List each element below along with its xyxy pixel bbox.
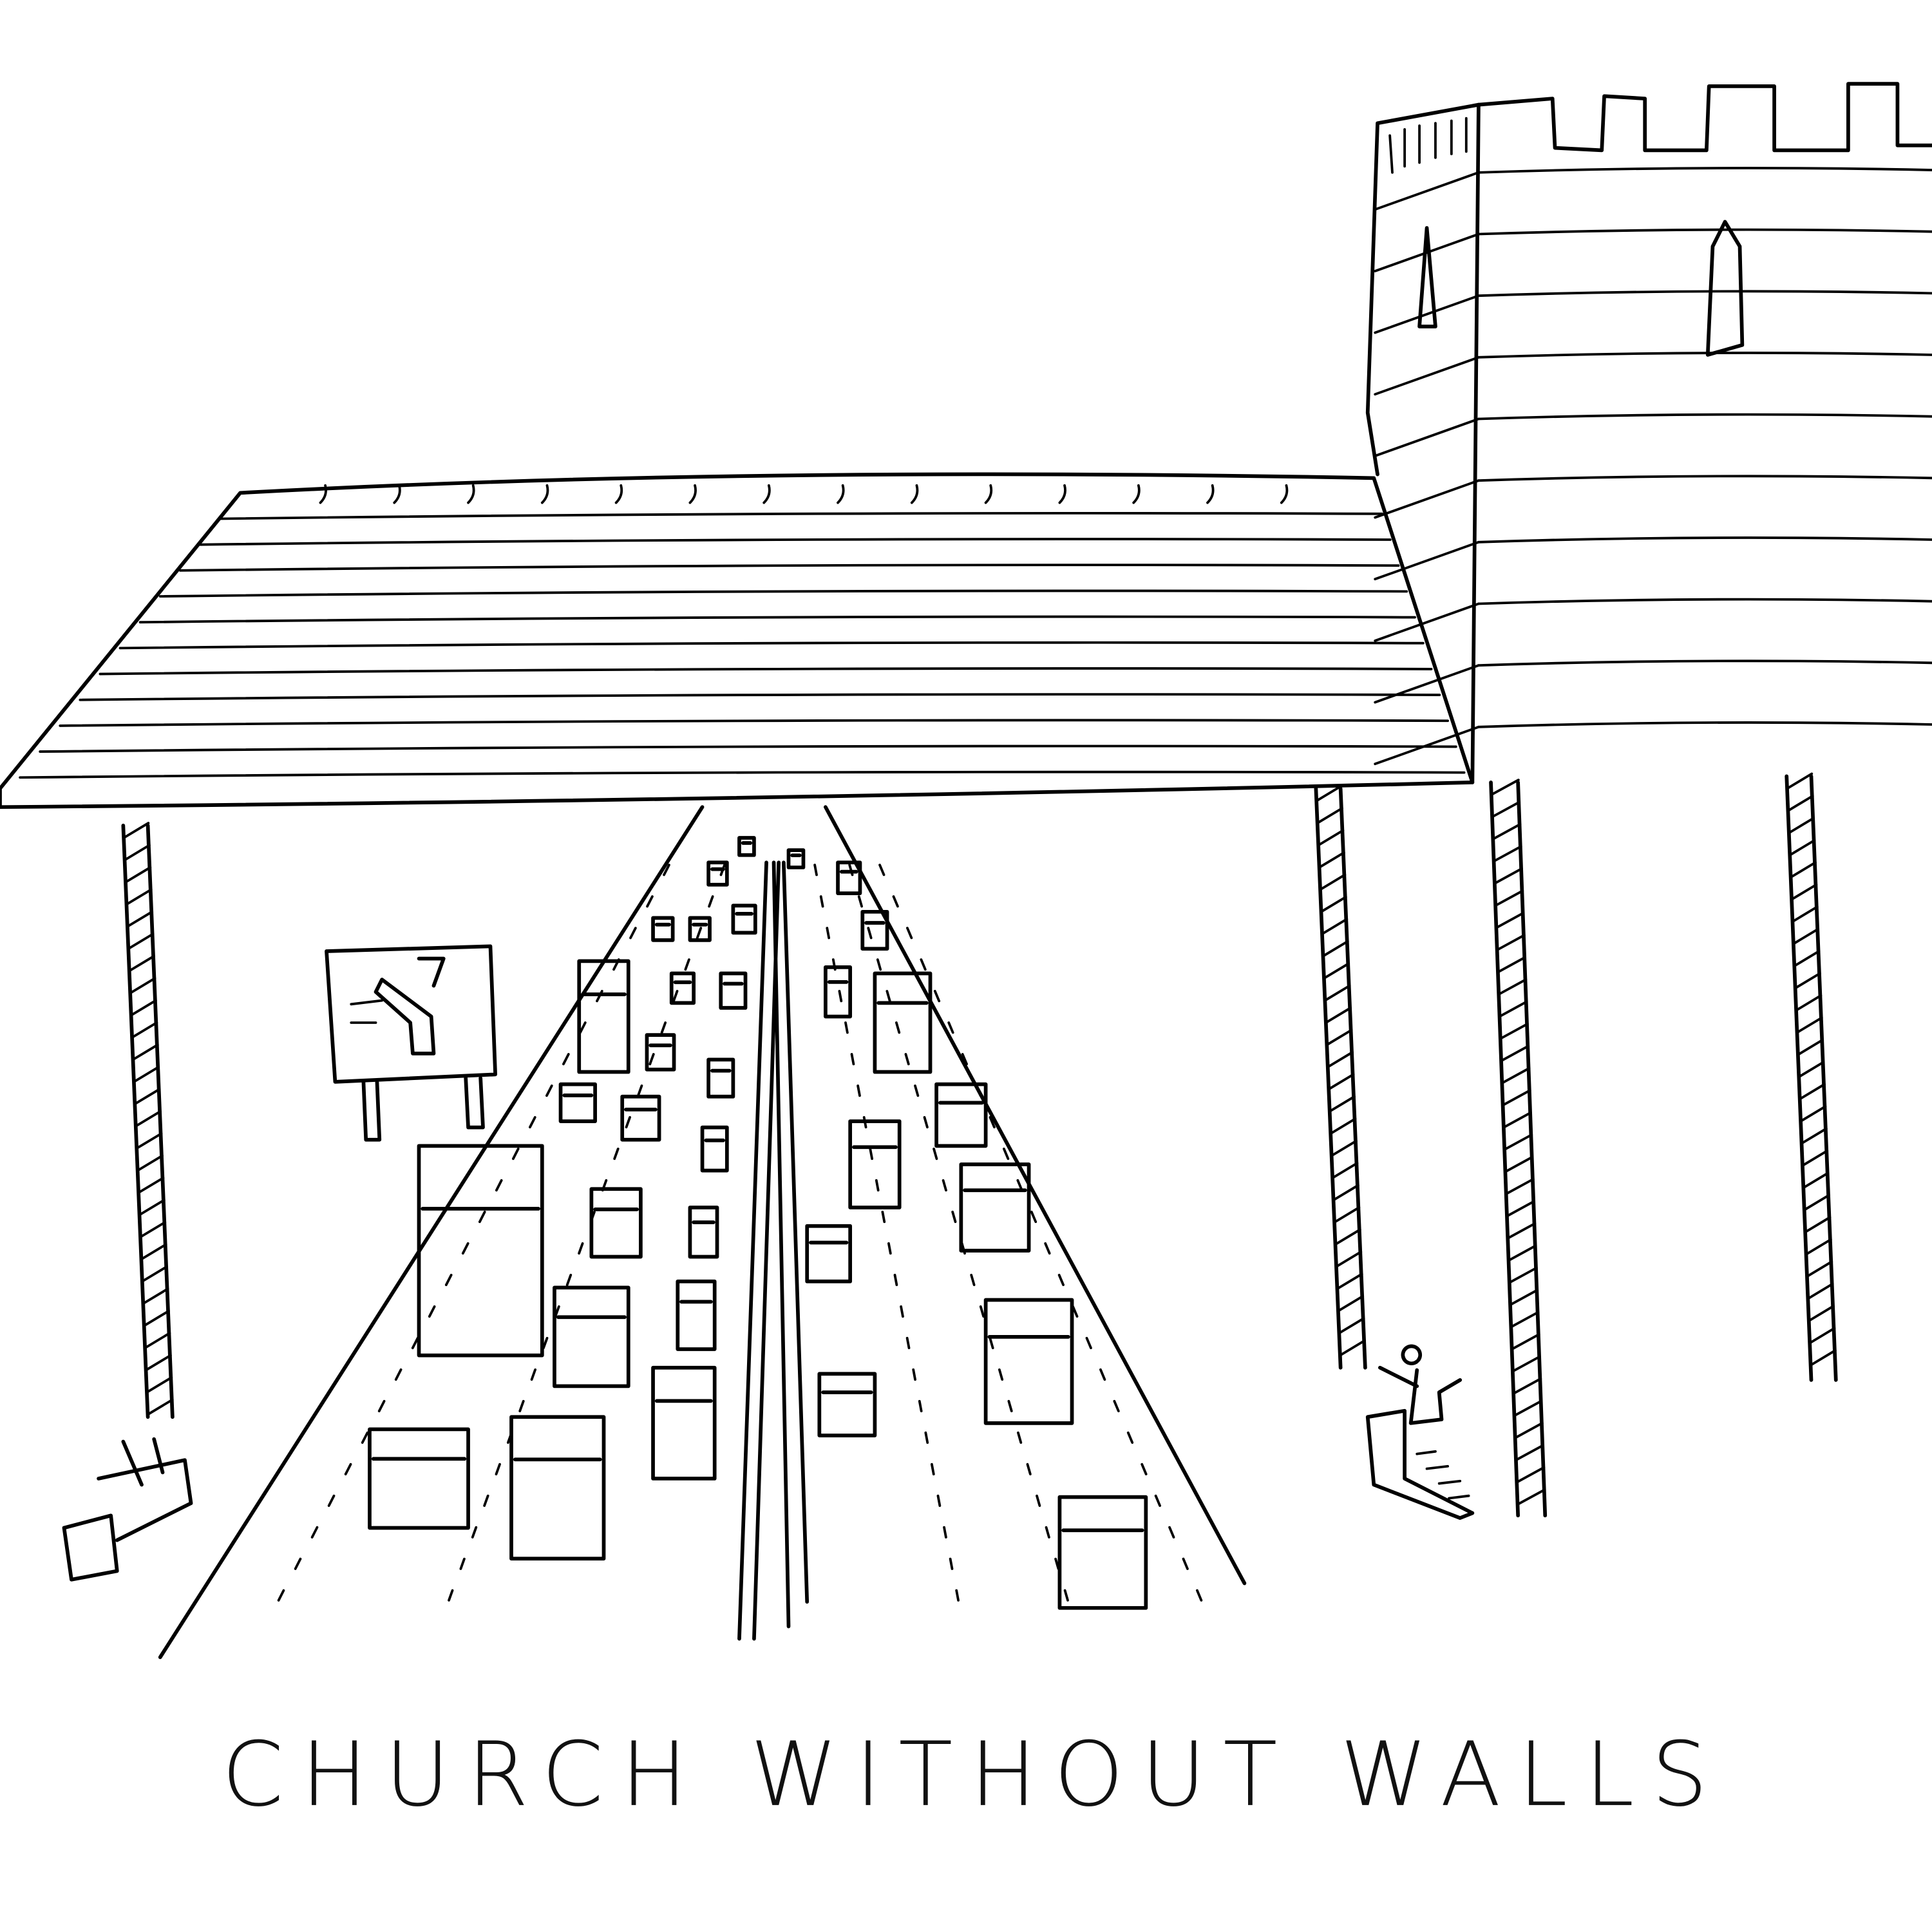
worshippers-group	[62, 1437, 193, 1582]
vehicle	[719, 971, 748, 1010]
vehicle	[1057, 1495, 1148, 1610]
vehicle	[676, 1279, 717, 1351]
church-roof	[0, 472, 1475, 810]
vehicle	[589, 1187, 643, 1259]
vehicle	[706, 860, 729, 887]
vehicle	[731, 904, 757, 935]
vehicle	[860, 909, 889, 951]
vehicle	[368, 1427, 470, 1530]
vehicle	[688, 1206, 719, 1259]
preacher-pulpit	[1365, 1344, 1475, 1520]
vehicle	[983, 1298, 1074, 1425]
church-tower	[1365, 82, 1932, 784]
tower-window-icon	[1417, 226, 1437, 328]
vehicle	[836, 860, 862, 895]
vehicle	[848, 1119, 902, 1209]
vehicle	[669, 971, 696, 1005]
vehicle	[509, 1415, 606, 1561]
vehicle	[817, 1372, 877, 1437]
vehicle	[417, 1144, 544, 1358]
vehicle	[651, 916, 675, 942]
vehicle	[558, 1082, 597, 1123]
vehicle	[700, 1125, 729, 1173]
vehicle	[786, 848, 806, 869]
vehicle	[620, 1094, 661, 1142]
motorway	[158, 805, 1247, 1660]
pillar	[121, 824, 175, 1419]
vehicle	[688, 916, 712, 942]
vehicle	[873, 971, 933, 1074]
vehicle	[824, 965, 853, 1019]
vehicle	[577, 959, 630, 1074]
vehicle	[934, 1082, 988, 1148]
vehicle	[805, 1224, 853, 1283]
caption: CHURCH WITHOUT WALLS	[222, 1723, 1725, 1826]
vehicle	[959, 1162, 1031, 1253]
vehicle	[706, 1057, 735, 1099]
pillar	[1785, 774, 1838, 1382]
pillar	[1314, 786, 1367, 1370]
vehicle	[737, 836, 756, 857]
vehicle	[651, 1365, 717, 1481]
vehicle	[645, 1033, 676, 1072]
pillars	[121, 772, 1838, 1518]
tower-window-icon	[1705, 220, 1745, 357]
road-sign	[325, 944, 498, 1142]
vehicle	[553, 1285, 630, 1388]
